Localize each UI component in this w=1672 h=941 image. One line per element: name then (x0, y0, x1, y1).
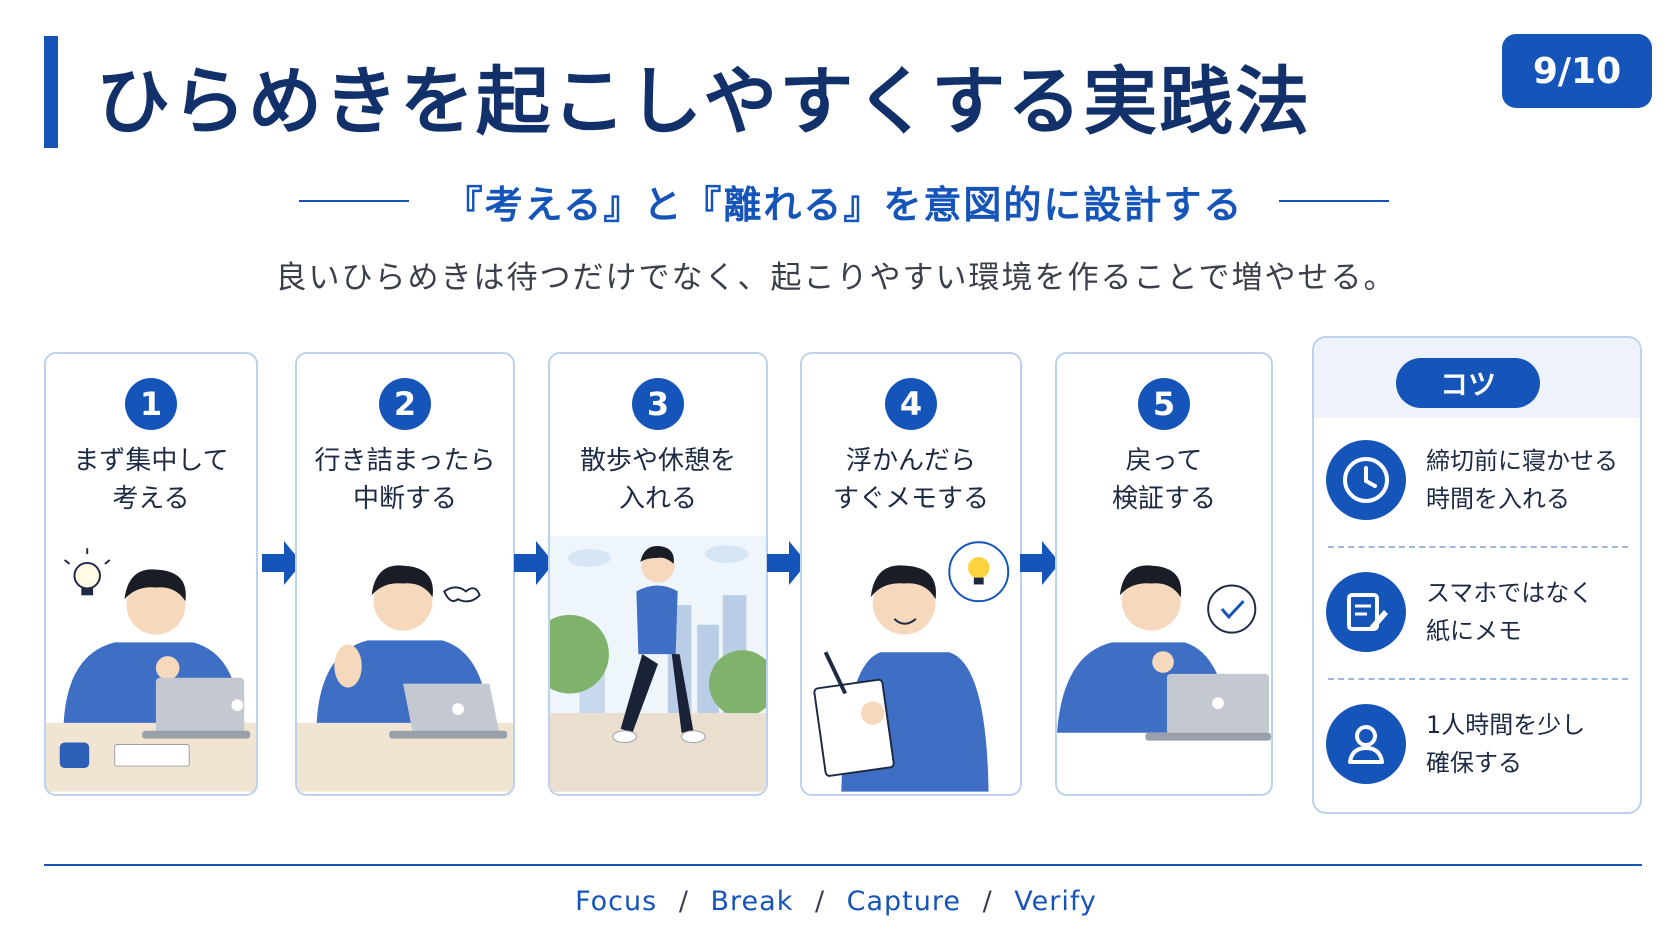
person-writing-note-lightbulb-icon (813, 541, 1010, 792)
tip-item: 締切前に寝かせる 時間を入れる (1326, 430, 1630, 530)
step-number-badge: 2 (379, 378, 431, 430)
footer-word-capture: Capture (846, 886, 961, 917)
step-label-line1: 浮かんだら (845, 446, 976, 476)
step-card-4: 4 浮かんだら すぐメモする (800, 352, 1022, 796)
person-thinking-at-laptop-icon (46, 548, 256, 792)
step-label-line2: すぐメモする (832, 484, 989, 514)
subtitle-row: 『考える』と『離れる』を意図的に設計する (270, 176, 1418, 227)
step-label-line1: 散歩や休憩を (579, 446, 736, 476)
step-card-3: 3 散歩や休憩を 入れる (548, 352, 768, 796)
step-label: まず集中して 考える (46, 442, 256, 518)
tip-text-line2: 確保する (1426, 749, 1522, 777)
tip-item: スマホではなく 紙にメモ (1326, 562, 1630, 662)
step-label-line1: 行き詰まったら (314, 446, 496, 476)
tip-divider (1328, 546, 1628, 548)
tips-heading: コツ (1396, 358, 1540, 408)
tip-text-line2: 時間を入れる (1426, 485, 1570, 513)
title-accent-bar (44, 36, 58, 148)
subtitle: 『考える』と『離れる』を意図的に設計する (444, 182, 1244, 227)
footer-keywords: Focus / Break / Capture / Verify (0, 886, 1672, 917)
footer-separator: / (814, 886, 826, 917)
person-stopping-sighing-icon (297, 565, 513, 792)
person-verifying-at-laptop-icon (1057, 565, 1271, 741)
step-label-line2: 考える (112, 484, 190, 514)
step-number-badge: 4 (885, 378, 937, 430)
step-label: 戻って 検証する (1057, 442, 1271, 518)
step-number-badge: 3 (632, 378, 684, 430)
clock-icon (1326, 440, 1406, 520)
tips-header: コツ (1314, 338, 1640, 418)
tip-text-line1: 締切前に寝かせる (1426, 447, 1618, 475)
step-label-line1: 戻って (1125, 446, 1203, 476)
step-card-5: 5 戻って 検証する (1055, 352, 1273, 796)
step-label-line2: 検証する (1111, 484, 1216, 514)
tip-divider (1328, 678, 1628, 680)
step-number-badge: 5 (1138, 378, 1190, 430)
subtitle-rule-right (1279, 200, 1390, 202)
tip-item: 1人時間を少し 確保する (1326, 694, 1630, 794)
footer-word-verify: Verify (1014, 886, 1097, 917)
step-label: 散歩や休憩を 入れる (550, 442, 766, 518)
tips-card: コツ 締切前に寝かせる 時間を入れる スマホではなく 紙にメモ 1人時間を少し … (1312, 336, 1642, 814)
footer-separator: / (678, 886, 689, 917)
subtitle-rule-left (298, 200, 409, 202)
step-label-line1: まず集中して (73, 446, 229, 476)
footer-word-focus: Focus (575, 886, 658, 917)
page-indicator-badge: 9/10 (1502, 34, 1652, 108)
tip-text: 1人時間を少し 確保する (1426, 706, 1585, 782)
arrow-right-icon (514, 541, 554, 585)
person-walking-in-park-icon (550, 536, 766, 792)
tip-text-line1: 1人時間を少し (1426, 711, 1586, 739)
arrow-right-icon (767, 541, 807, 585)
page-title: ひらめきを起こしやすくする実践法 (96, 59, 1312, 145)
tip-text-line2: 紙にメモ (1426, 617, 1522, 645)
tip-text: スマホではなく 紙にメモ (1426, 574, 1593, 650)
step-label-line2: 中断する (352, 484, 457, 514)
footer-word-break: Break (710, 886, 794, 917)
step-label-line2: 入れる (618, 484, 697, 514)
step-card-1: 1 まず集中して 考える (44, 352, 258, 796)
footer-rule (44, 864, 1642, 866)
arrow-right-icon (1020, 541, 1060, 585)
note-pen-icon (1326, 572, 1406, 652)
tip-text: 締切前に寝かせる 時間を入れる (1426, 442, 1618, 518)
arrow-right-icon (262, 541, 302, 585)
step-label: 浮かんだら すぐメモする (802, 442, 1020, 518)
tip-text-line1: スマホではなく (1426, 579, 1594, 607)
person-icon (1326, 704, 1406, 784)
lead-text: 良いひらめきは待つだけでなく、起こりやすい環境を作ることで増やせる。 (275, 260, 1397, 296)
step-number-badge: 1 (125, 378, 177, 430)
footer-separator: / (982, 886, 993, 917)
step-card-2: 2 行き詰まったら 中断する (295, 352, 515, 796)
step-label: 行き詰まったら 中断する (297, 442, 513, 518)
